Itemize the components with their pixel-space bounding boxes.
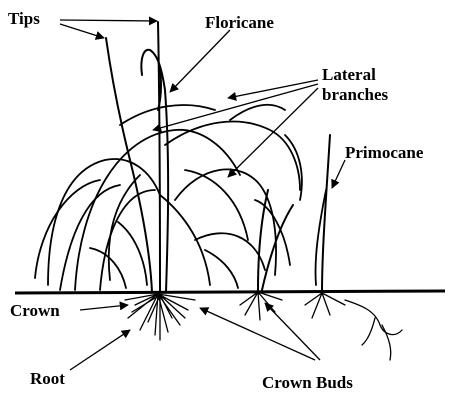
crown-leader [80, 305, 128, 310]
primocane-leader [332, 160, 345, 188]
primocane-label: Primocane [345, 143, 424, 162]
tips-leader-left [60, 24, 104, 38]
root-leader [70, 330, 130, 370]
lateral-leader-3 [228, 88, 318, 177]
lateral-leader-2 [153, 84, 318, 130]
floricane-canes [106, 22, 168, 292]
lateral-branches-label-line1: Lateral [322, 65, 376, 84]
tips-label: Tips [8, 9, 40, 28]
floricane-label: Floricane [205, 13, 274, 32]
crown-roots [125, 292, 402, 360]
ground-line [15, 291, 445, 293]
floricane-leader [170, 30, 230, 92]
crown-buds-label: Crown Buds [262, 373, 353, 392]
root-label: Root [30, 369, 65, 388]
lateral-leader-1 [228, 80, 318, 98]
tips-leader-right [60, 20, 157, 21]
primocane-stem [322, 135, 330, 292]
crown-buds-leader-1 [200, 308, 315, 360]
lateral-branches-label-line2: branches [322, 85, 389, 104]
crown-buds-leader-2 [265, 303, 320, 360]
crown-label: Crown [10, 301, 60, 320]
leader-lines [60, 20, 345, 370]
